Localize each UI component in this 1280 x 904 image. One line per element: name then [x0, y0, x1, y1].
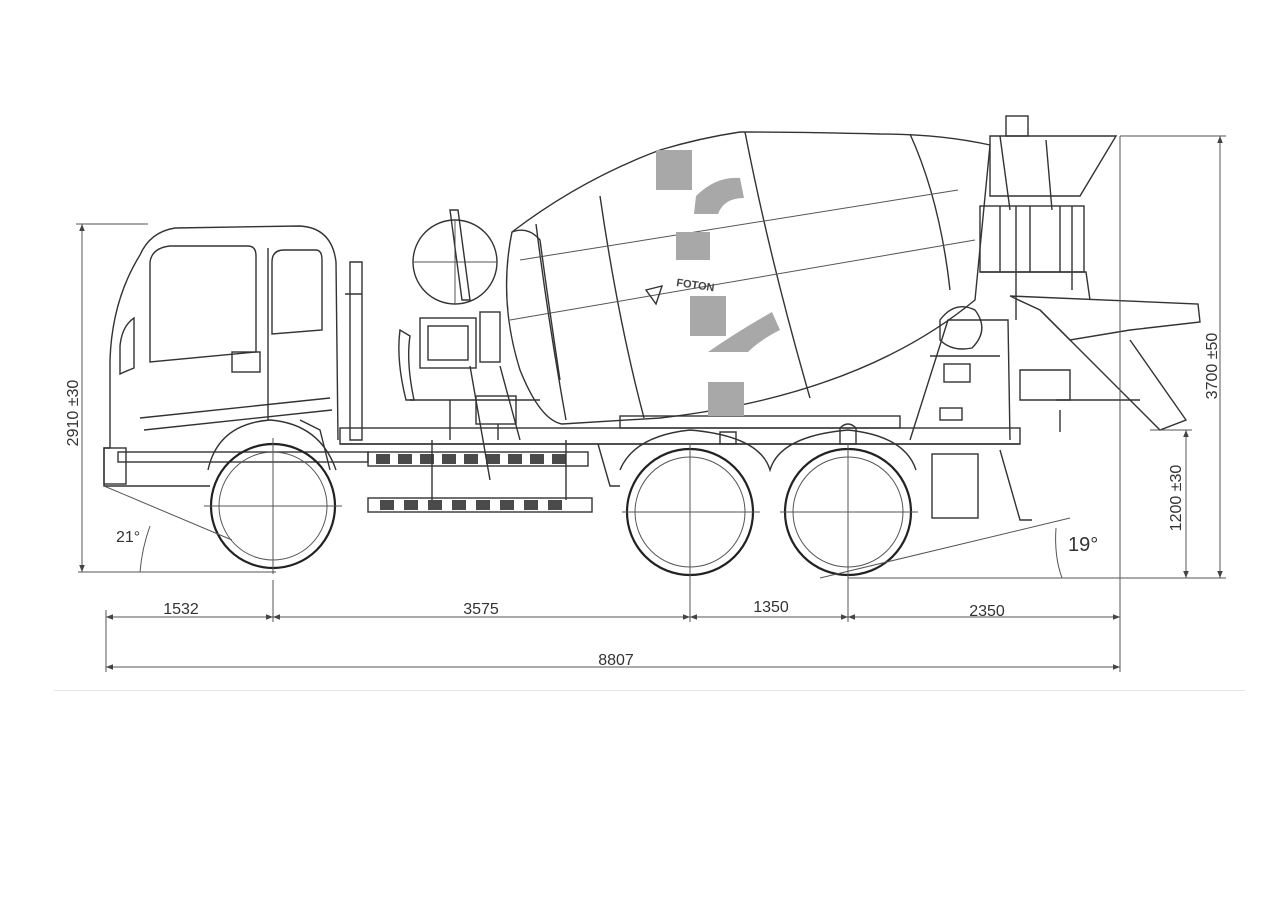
rear-loading-assembly: [909, 115, 1201, 521]
section-divider: [54, 690, 1245, 691]
chassis-frame: [117, 415, 1021, 513]
front-bumper: [103, 447, 127, 485]
drum-panels: [656, 150, 780, 416]
dimension-lines: [76, 135, 1226, 672]
discharge-chute: [1009, 295, 1201, 341]
hydraulic-pump: [419, 317, 477, 369]
dim-departure-angle: 19°: [1068, 534, 1098, 556]
headlight: [119, 316, 135, 376]
dim-discharge-height: 1200 ±30: [1168, 465, 1185, 532]
cab-emblem: [231, 351, 261, 373]
dim-front-overhang: 1532: [163, 601, 199, 618]
ladder-platform: [979, 205, 1085, 273]
dim-overall-height: 3700 ±50: [1204, 333, 1221, 400]
dim-rear-overhang: 2350: [969, 603, 1005, 620]
cab-side-window: [149, 245, 257, 363]
brand-mark: FOTON: [676, 277, 716, 294]
truck-cab: [103, 225, 363, 487]
hopper: [989, 135, 1118, 197]
mixer-drum: FOTON: [505, 131, 991, 425]
wheels: [204, 429, 918, 582]
dim-approach-angle: 21°: [116, 529, 140, 546]
water-tank-assembly: [398, 209, 540, 481]
dim-wheelbase-front: 3575: [463, 601, 499, 618]
drum-roller: [939, 306, 983, 350]
cab-door-window: [271, 249, 323, 335]
clearance-lines: [78, 485, 1190, 579]
side-guard-stripes: [376, 454, 566, 510]
dim-cab-height: 2910 ±30: [65, 380, 82, 447]
dim-overall-length: 8807: [598, 652, 634, 669]
dim-wheelbase-rear: 1350: [753, 599, 789, 616]
side-guard: [367, 497, 593, 513]
beacon: [1005, 115, 1029, 137]
rear-step: [931, 453, 979, 519]
exhaust-stack: [349, 261, 363, 441]
